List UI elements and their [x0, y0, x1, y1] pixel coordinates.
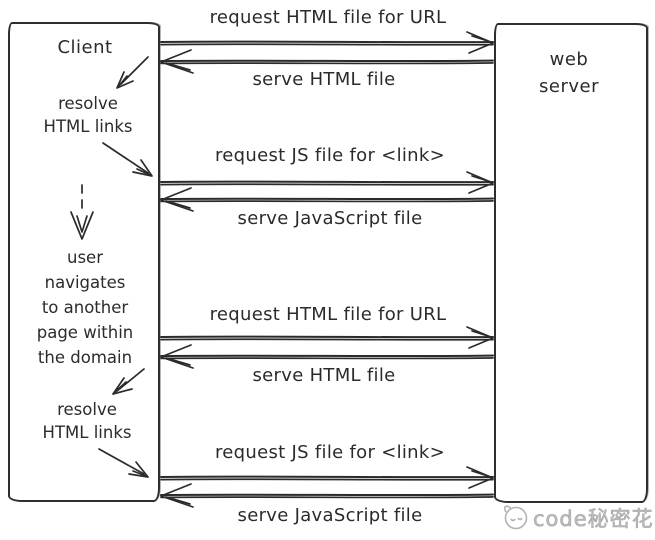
watermark-text: code秘密花园: [533, 507, 655, 532]
client-step-resolve-links-2: resolve HTML links: [42, 400, 132, 442]
server-label: web server: [539, 49, 599, 97]
message-label-serve-html-2: serve HTML file: [252, 365, 396, 386]
request-arrow-4: [160, 466, 494, 489]
request-arrow-3: [160, 326, 494, 349]
garden-logo-icon: [503, 505, 528, 530]
client-step-resolve-links-1: resolve HTML links: [43, 94, 133, 136]
client-label: Client: [57, 37, 113, 58]
client-step-user-navigates: user navigates to another page within th…: [36, 248, 134, 367]
serve-arrow-4: [160, 483, 494, 508]
message-label-request-html-1: request HTML file for URL: [209, 7, 447, 28]
request-arrow-1: [160, 31, 494, 54]
message-label-serve-html-1: serve HTML file: [252, 69, 396, 90]
message-label-serve-js-1: serve JavaScript file: [237, 208, 423, 229]
message-label-serve-js-2: serve JavaScript file: [237, 505, 423, 526]
client-actor-box: [8, 22, 160, 502]
server-actor-box: [494, 23, 648, 503]
request-arrow-2: [160, 171, 494, 194]
message-label-request-js-2: request JS file for <link>: [214, 442, 446, 463]
message-label-request-html-2: request HTML file for URL: [209, 304, 447, 325]
message-label-request-js-1: request JS file for <link>: [214, 145, 446, 166]
